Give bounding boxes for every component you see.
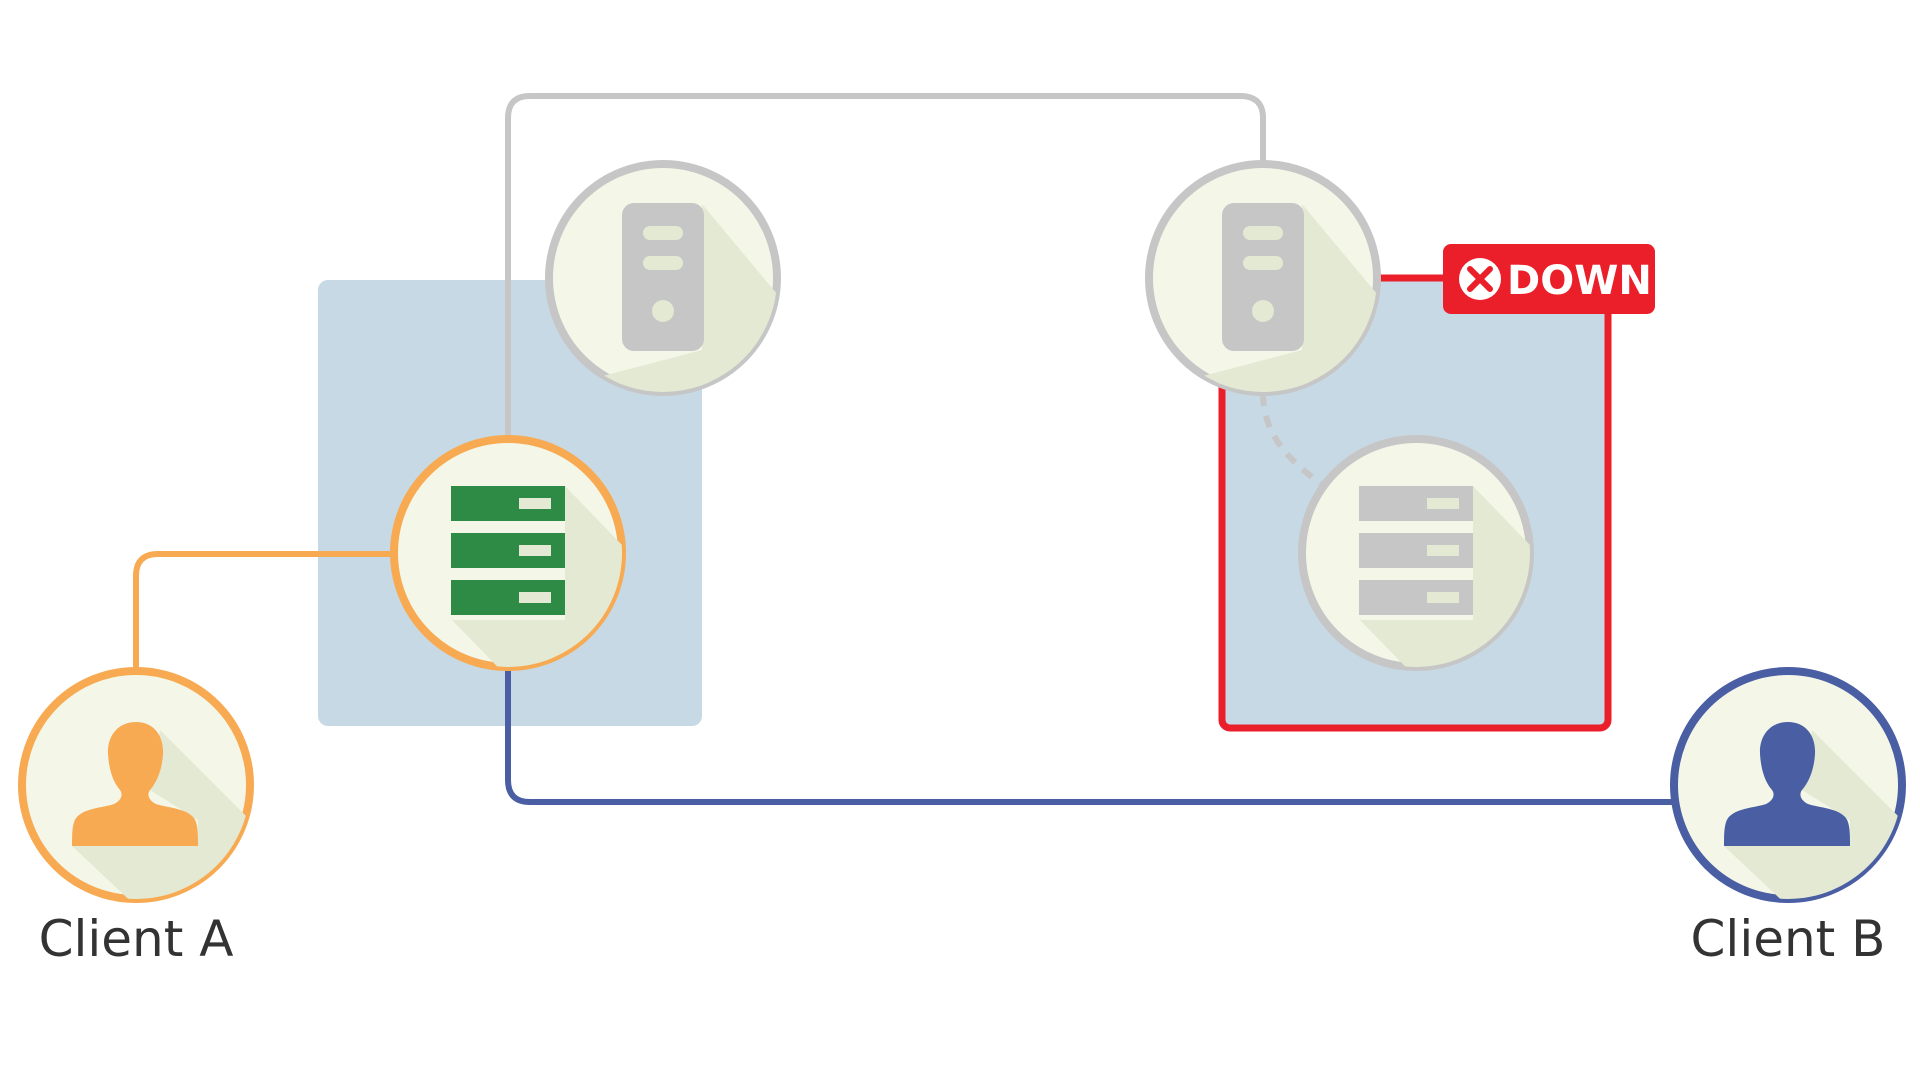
server-rack-icon	[1359, 486, 1473, 615]
link-client-a	[133, 551, 392, 669]
node-shadow	[452, 486, 622, 667]
person-icon	[72, 722, 198, 846]
node-shadow	[1360, 486, 1530, 667]
client-a-node[interactable]	[18, 667, 254, 910]
client-a-label: Client A	[39, 910, 234, 968]
status-badge-label: DOWN	[1507, 258, 1652, 304]
client-b-node[interactable]	[1670, 667, 1906, 910]
node-shadow	[1724, 730, 1902, 899]
server-rack-icon	[451, 486, 565, 615]
server-tower-icon	[622, 203, 704, 351]
primary-node[interactable]	[390, 435, 626, 690]
x-circle-icon	[1459, 258, 1501, 300]
link-gray-top	[505, 93, 1266, 437]
server-tower-icon	[1222, 203, 1304, 351]
link-client-b	[505, 670, 1674, 805]
node-shadow	[72, 730, 250, 899]
link-standby-dashed	[1260, 393, 1327, 489]
status-badge-down: DOWN	[1443, 244, 1655, 314]
person-icon	[1724, 722, 1850, 846]
standby-node[interactable]	[1298, 435, 1534, 690]
client-b-label: Client B	[1691, 910, 1886, 968]
